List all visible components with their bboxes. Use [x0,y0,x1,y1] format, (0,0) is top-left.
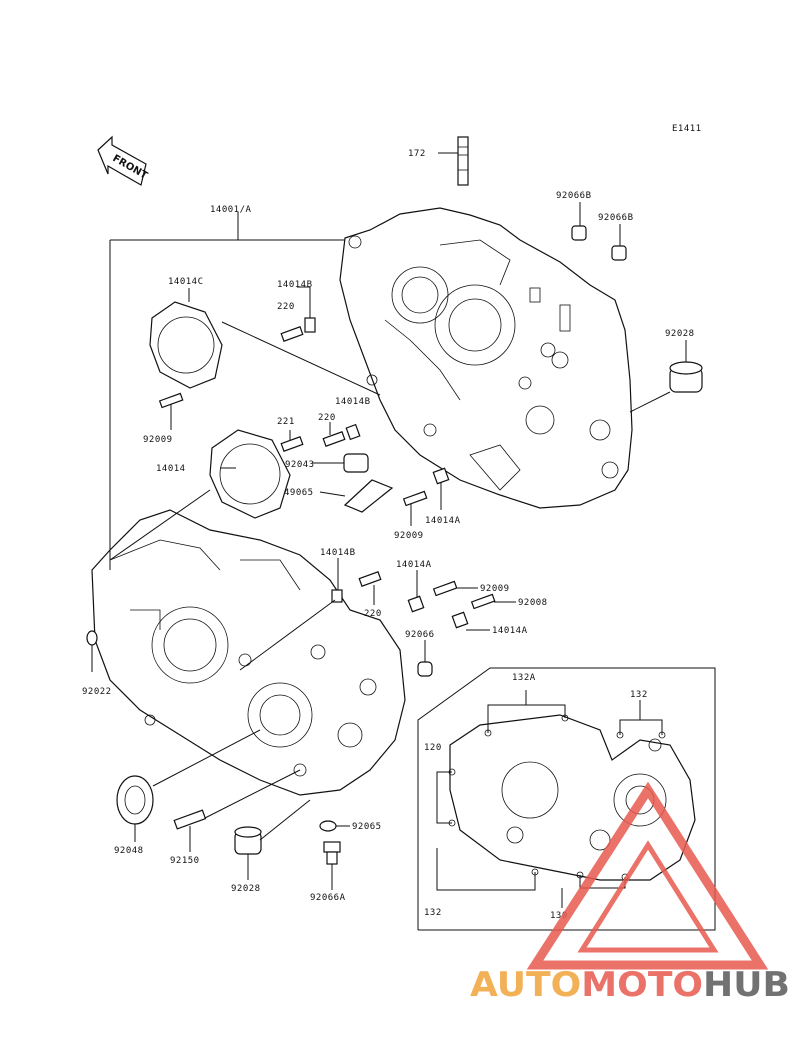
label-14014a-1: 14014A [425,516,461,526]
label-130: 130 [550,911,568,921]
plate-14014b-a [304,317,316,333]
front-arrow-icon: FRONT [97,135,149,186]
label-14001a: 14001/A [210,205,252,215]
plate-14014a-c [451,611,469,629]
plug-92066a [323,841,341,865]
label-220-1: 220 [277,302,295,312]
label-92066: 92066 [405,630,435,640]
label-92066a: 92066A [310,893,346,903]
plate-49065 [343,479,394,513]
bolt-92008 [470,593,496,610]
label-220-3: 220 [364,609,382,619]
inset-detail-box [417,667,716,931]
label-14014b-1: 14014B [277,280,313,290]
plate-14014b-c [331,589,343,603]
bushing-92028-right [669,361,703,393]
label-14014a-2: 14014A [396,560,432,570]
watermark-text-moto: MOTO [581,965,703,1005]
washer-92065 [319,820,337,832]
bolt-92009-a [158,392,184,409]
label-92048: 92048 [114,846,144,856]
collar-92043 [343,453,369,473]
washer-92022 [86,630,98,646]
stud-172 [457,136,469,186]
label-172: 172 [408,149,426,159]
dowel-92066b-1 [571,225,587,241]
label-92066b-1: 92066B [556,191,592,201]
label-132a: 132A [512,673,536,683]
label-14014b-2: 14014B [335,397,371,407]
bolt-220-a [280,326,304,342]
bolt-220-c [358,571,382,587]
watermark-text-auto: AUTO [470,965,581,1005]
label-14014: 14014 [156,464,186,474]
dowel-92066 [417,661,433,677]
right-crankcase-half [339,207,633,509]
label-92066b-2: 92066B [598,213,634,223]
part-labels: 172 92066B 92066B 14001/A 14014C 14014B … [82,149,695,921]
plate-14014a-b [407,595,425,613]
oil-seal-92048 [116,775,154,825]
bolt-221 [280,436,304,452]
bolt-220-b [322,431,346,447]
label-92028-2: 92028 [231,884,261,894]
label-14014a-3: 14014A [492,626,528,636]
bolt-92150 [173,809,207,830]
label-92009-1: 92009 [143,435,173,445]
label-49065: 49065 [284,488,314,498]
label-92065: 92065 [352,822,382,832]
dowel-92066b-2 [611,245,627,261]
left-crankcase-half [91,509,406,796]
plate-14014b-b [345,423,361,441]
plate-14014a-a [432,467,450,485]
diagram-code: E1411 [672,124,702,134]
bolt-92009-b [402,490,428,507]
bushing-92028-lower [234,826,262,855]
label-92008: 92008 [518,598,548,608]
label-92028-1: 92028 [665,329,695,339]
label-14014b-3: 14014B [320,548,356,558]
label-92043: 92043 [285,460,315,470]
cover-14014 [209,429,291,519]
label-92009-3: 92009 [480,584,510,594]
cover-14014c [149,301,223,389]
label-220-2: 220 [318,413,336,423]
bolt-92009-c [432,580,458,597]
label-92009-2: 92009 [394,531,424,541]
label-14014c: 14014C [168,277,204,287]
label-132-1: 132 [630,690,648,700]
label-221: 221 [277,417,295,427]
label-120: 120 [424,743,442,753]
label-92150: 92150 [170,856,200,866]
leader-lines [91,152,687,890]
label-132-2: 132 [424,908,442,918]
label-92022: 92022 [82,687,112,697]
watermark-text-hub: HUB [703,965,790,1005]
